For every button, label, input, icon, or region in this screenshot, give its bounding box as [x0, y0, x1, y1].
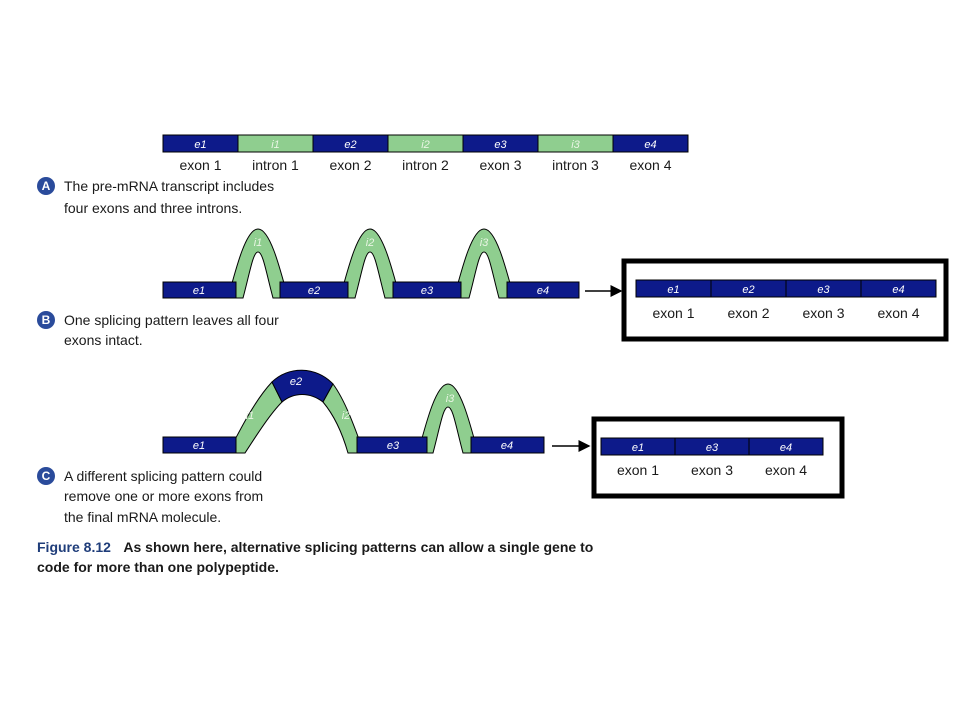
- result-c-segment-label-2: e3: [706, 442, 719, 454]
- panel-c-description-line-2: remove one or more exons from: [64, 488, 263, 504]
- panel-c-description-line-1: A different splicing pattern could: [64, 468, 262, 484]
- exon-bar-label-3: e3: [421, 285, 434, 297]
- result-c-caption-2: exon 3: [691, 462, 733, 478]
- panel-a-caption-3: exon 2: [329, 157, 371, 173]
- exon-bar-1: [162, 281, 237, 299]
- big-loop-label-left: i1: [246, 410, 255, 422]
- panel-a-segment-label-7: e4: [644, 139, 656, 151]
- figure-caption-text: As shown here, alternative splicing patt…: [123, 539, 593, 555]
- c-exon-bar-3: [356, 436, 428, 454]
- result-c-segment-label-1: e1: [632, 442, 644, 454]
- result-b-caption-2: exon 2: [727, 305, 769, 321]
- c-exon-bar-label-1: e1: [193, 440, 205, 452]
- intron-loop-label-2: i2: [366, 237, 375, 249]
- result-b-segment-4: [860, 279, 937, 298]
- result-c-segment-label-3: e4: [780, 442, 792, 454]
- exon-bar-3: [392, 281, 462, 299]
- c-exon-bar-4: [470, 436, 545, 454]
- panel-a-badge-letter: A: [42, 179, 51, 193]
- panel-a-description-line-2: four exons and three introns.: [64, 200, 242, 216]
- result-c-caption-1: exon 1: [617, 462, 659, 478]
- result-c-caption-3: exon 4: [765, 462, 807, 478]
- panel-a-caption-2: intron 1: [252, 157, 299, 173]
- result-b-segment-label-1: e1: [667, 284, 679, 296]
- panel-a-segment-label-5: e3: [494, 139, 507, 151]
- panel-b-description-line-2: exons intact.: [64, 332, 143, 348]
- panel-c-description-line-3: the final mRNA molecule.: [64, 509, 221, 525]
- panel-a-caption-4: intron 2: [402, 157, 449, 173]
- result-b-caption-3: exon 3: [802, 305, 844, 321]
- big-loop-label-middle: e2: [290, 376, 302, 388]
- panel-c-pre-mrna: i1 e2 i2 i3 e1 e3 e4: [162, 369, 545, 454]
- exon-bar-label-2: e2: [308, 285, 320, 297]
- panel-c-badge: C: [37, 467, 55, 485]
- result-b-mrna: e1 exon 1 e2 exon 2 e3 exon 3 e4 exon 4: [635, 279, 937, 321]
- big-loop-exon-2: [271, 369, 334, 403]
- big-loop-label-right: i2: [342, 410, 351, 422]
- intron-loop-label-1: i1: [254, 237, 263, 249]
- panel-c-badge-letter: C: [42, 469, 51, 483]
- panel-a-caption-5: exon 3: [479, 157, 521, 173]
- result-b-segment-label-3: e3: [817, 284, 830, 296]
- c-exon-bar-label-3: e3: [387, 440, 400, 452]
- panel-b-badge-letter: B: [42, 313, 51, 327]
- intron-loop-label-3: i3: [480, 237, 489, 249]
- figure-caption-line-1: Figure 8.12 As shown here, alternative s…: [37, 539, 593, 556]
- exon-bar-2: [279, 281, 349, 299]
- c-exon-bar-label-4: e4: [501, 440, 513, 452]
- panel-a-segment-7: [612, 134, 689, 153]
- exon-bar-4: [506, 281, 580, 299]
- panel-a-segment-label-1: e1: [194, 139, 206, 151]
- figure-label: Figure 8.12: [37, 539, 111, 555]
- result-c-segment-3: [748, 437, 824, 456]
- result-frame-b: [621, 258, 949, 342]
- result-c-mrna: e1 exon 1 e3 exon 3 e4 exon 4: [600, 437, 824, 478]
- panel-a-caption-1: exon 1: [179, 157, 221, 173]
- exon-bar-label-1: e1: [193, 285, 205, 297]
- result-b-segment-label-4: e4: [892, 284, 904, 296]
- c-exon-bar-1: [162, 436, 237, 454]
- panel-a-caption-7: exon 4: [629, 157, 671, 173]
- panel-b-description-line-1: One splicing pattern leaves all four: [64, 312, 279, 328]
- panel-a-segment-label-3: e2: [344, 139, 356, 151]
- panel-a-caption-6: intron 3: [552, 157, 599, 173]
- panel-a-badge: A: [37, 177, 55, 195]
- result-b-segment-label-2: e2: [742, 284, 754, 296]
- result-b-caption-4: exon 4: [877, 305, 919, 321]
- panel-b-pre-mrna: i1 i2 i3 e1 e2 e3 e4: [162, 228, 580, 299]
- figure-caption-line-2: code for more than one polypeptide.: [37, 559, 279, 575]
- panel-a: e1 exon 1 i1 intron 1 e2 exon 2 i2 intron 2 e3 ex…: [162, 134, 689, 173]
- panel-a-segment-label-4: i2: [421, 139, 430, 151]
- exon-bar-label-4: e4: [537, 285, 549, 297]
- panel-a-segment-label-6: i3: [571, 139, 580, 151]
- panel-a-description-line-1: The pre-mRNA transcript includes: [64, 178, 274, 194]
- result-frame-c: [591, 416, 845, 499]
- small-loop-label: i3: [446, 393, 455, 405]
- panel-b-badge: B: [37, 311, 55, 329]
- panel-a-segment-label-2: i1: [271, 139, 280, 151]
- result-b-caption-1: exon 1: [652, 305, 694, 321]
- big-loop-intron-right: [322, 383, 365, 454]
